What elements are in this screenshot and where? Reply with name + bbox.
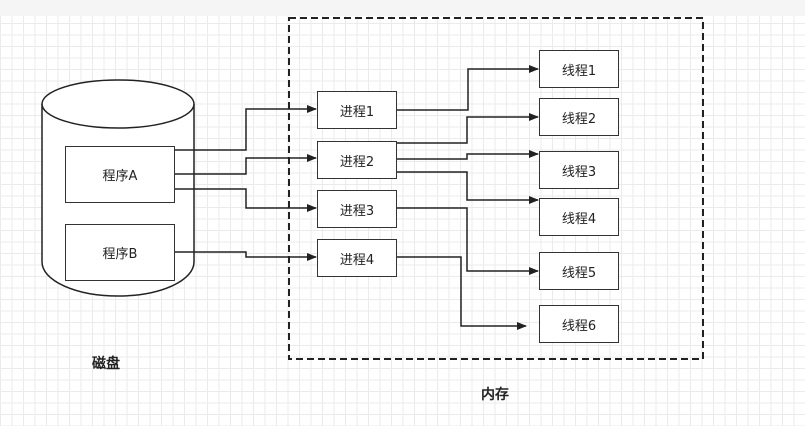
process-2-box[interactable]: 进程2 [317, 141, 397, 179]
connector-program-a-process-2 [175, 154, 317, 175]
connector-process-2-thread-2 [397, 113, 539, 144]
thread-5-box[interactable]: 线程5 [539, 252, 619, 290]
memory-container [288, 17, 704, 360]
thread-2-box[interactable]: 线程2 [539, 98, 619, 136]
thread-3-box[interactable]: 线程3 [539, 151, 619, 189]
process-4-label: 进程4 [339, 252, 375, 268]
connector-program-a-process-3 [175, 188, 317, 212]
connector-process-4-thread-6 [397, 256, 527, 330]
program-a-label: 程序A [102, 169, 138, 184]
program-b-box[interactable]: 程序B [65, 224, 175, 281]
thread-6-box[interactable]: 线程6 [539, 305, 619, 343]
program-a-box[interactable]: 程序A [65, 146, 175, 203]
connector-process-2-thread-3 [397, 150, 539, 160]
canvas-top-strip [0, 0, 805, 16]
thread-1-box[interactable]: 线程1 [539, 50, 619, 88]
disk-label: 磁盘 [92, 356, 120, 372]
connector-program-b-process-4 [175, 251, 317, 261]
thread-5-label: 线程5 [561, 265, 597, 281]
process-1-label: 进程1 [339, 104, 375, 120]
process-2-label: 进程2 [339, 154, 375, 170]
connector-process-2-thread-4 [397, 171, 539, 204]
connector-process-1-thread-1 [397, 65, 539, 111]
program-b-label: 程序B [102, 247, 138, 262]
connector-process-3-thread-5 [397, 207, 539, 275]
thread-6-label: 线程6 [561, 318, 597, 334]
memory-label: 内存 [481, 387, 509, 403]
process-3-label: 进程3 [339, 203, 375, 219]
process-1-box[interactable]: 进程1 [317, 91, 397, 129]
thread-3-label: 线程3 [561, 164, 597, 180]
thread-2-label: 线程2 [561, 111, 597, 127]
connector-program-a-process-1 [175, 105, 317, 151]
thread-1-label: 线程1 [561, 63, 597, 79]
process-3-box[interactable]: 进程3 [317, 190, 397, 228]
thread-4-box[interactable]: 线程4 [539, 198, 619, 236]
process-4-box[interactable]: 进程4 [317, 239, 397, 277]
thread-4-label: 线程4 [561, 211, 597, 227]
